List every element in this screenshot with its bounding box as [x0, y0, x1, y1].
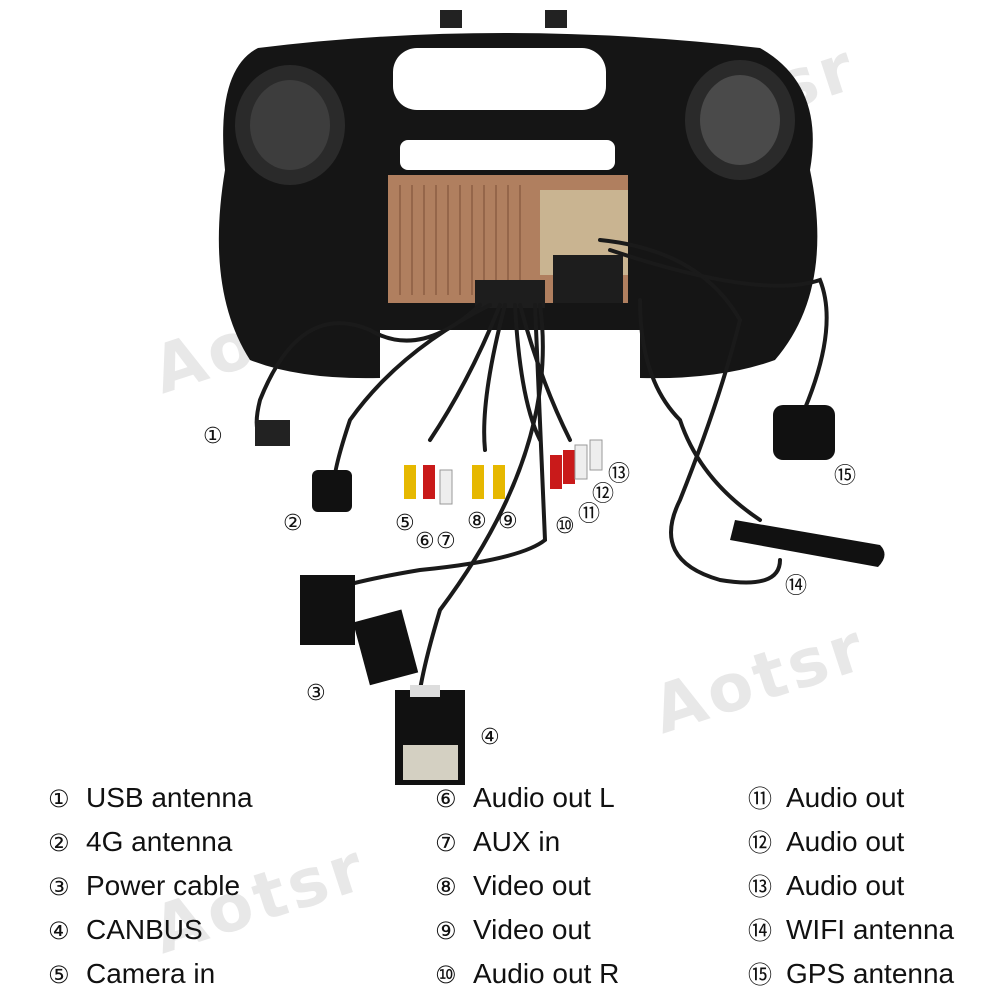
legend-label: Audio out — [786, 780, 904, 816]
power-harness — [300, 575, 418, 685]
legend-label: Audio out — [786, 868, 904, 904]
legend-number: ⑩ — [435, 957, 473, 993]
marker-14: ⑭ — [785, 575, 807, 599]
legend-number: ④ — [48, 913, 86, 949]
legend-number: ⑧ — [435, 869, 473, 905]
wifi-antenna-stick — [730, 520, 885, 567]
legend-number: ⑥ — [435, 781, 473, 817]
legend-label: Audio out R — [473, 956, 619, 992]
legend-label: USB antenna — [86, 780, 253, 816]
legend-label: Video out — [473, 868, 591, 904]
legend-number: ⑪ — [748, 781, 786, 817]
legend-number: ⑨ — [435, 913, 473, 949]
legend-label: 4G antenna — [86, 824, 232, 860]
marker-10: ⑩ — [555, 515, 575, 539]
legend-number: ⑭ — [748, 913, 786, 949]
marker-4: ④ — [480, 726, 500, 750]
marker-7: ⑦ — [436, 530, 456, 554]
legend-number: ⑮ — [748, 957, 786, 993]
legend-label: WIFI antenna — [786, 912, 954, 948]
4g-antenna-puck — [312, 470, 352, 512]
marker-5: ⑤ — [395, 512, 415, 536]
legend-label: Camera in — [86, 956, 215, 992]
marker-9: ⑨ — [498, 510, 518, 534]
legend-number: ② — [48, 825, 86, 861]
legend-number: ③ — [48, 869, 86, 905]
legend-label: Audio out L — [473, 780, 615, 816]
legend-number: ⑫ — [748, 825, 786, 861]
head-unit — [388, 175, 628, 308]
legend-label: Power cable — [86, 868, 240, 904]
legend-label: Video out — [473, 912, 591, 948]
gps-antenna-puck — [773, 405, 835, 460]
marker-1: ① — [203, 425, 223, 449]
marker-3: ③ — [306, 682, 326, 706]
marker-6: ⑥ — [415, 530, 435, 554]
legend-label: Audio out — [786, 824, 904, 860]
rca-connectors — [404, 440, 602, 504]
legend-number: ⑬ — [748, 869, 786, 905]
legend-label: CANBUS — [86, 912, 203, 948]
legend-label: GPS antenna — [786, 956, 954, 992]
canbus-box — [395, 685, 465, 785]
marker-2: ② — [283, 512, 303, 536]
legend-number: ⑤ — [48, 957, 86, 993]
usb-connector — [255, 420, 290, 446]
legend-number: ① — [48, 781, 86, 817]
marker-8: ⑧ — [467, 510, 487, 534]
marker-15: ⑮ — [834, 465, 856, 489]
marker-13: ⑬ — [608, 463, 630, 487]
legend-label: AUX in — [473, 824, 560, 860]
legend-number: ⑦ — [435, 825, 473, 861]
